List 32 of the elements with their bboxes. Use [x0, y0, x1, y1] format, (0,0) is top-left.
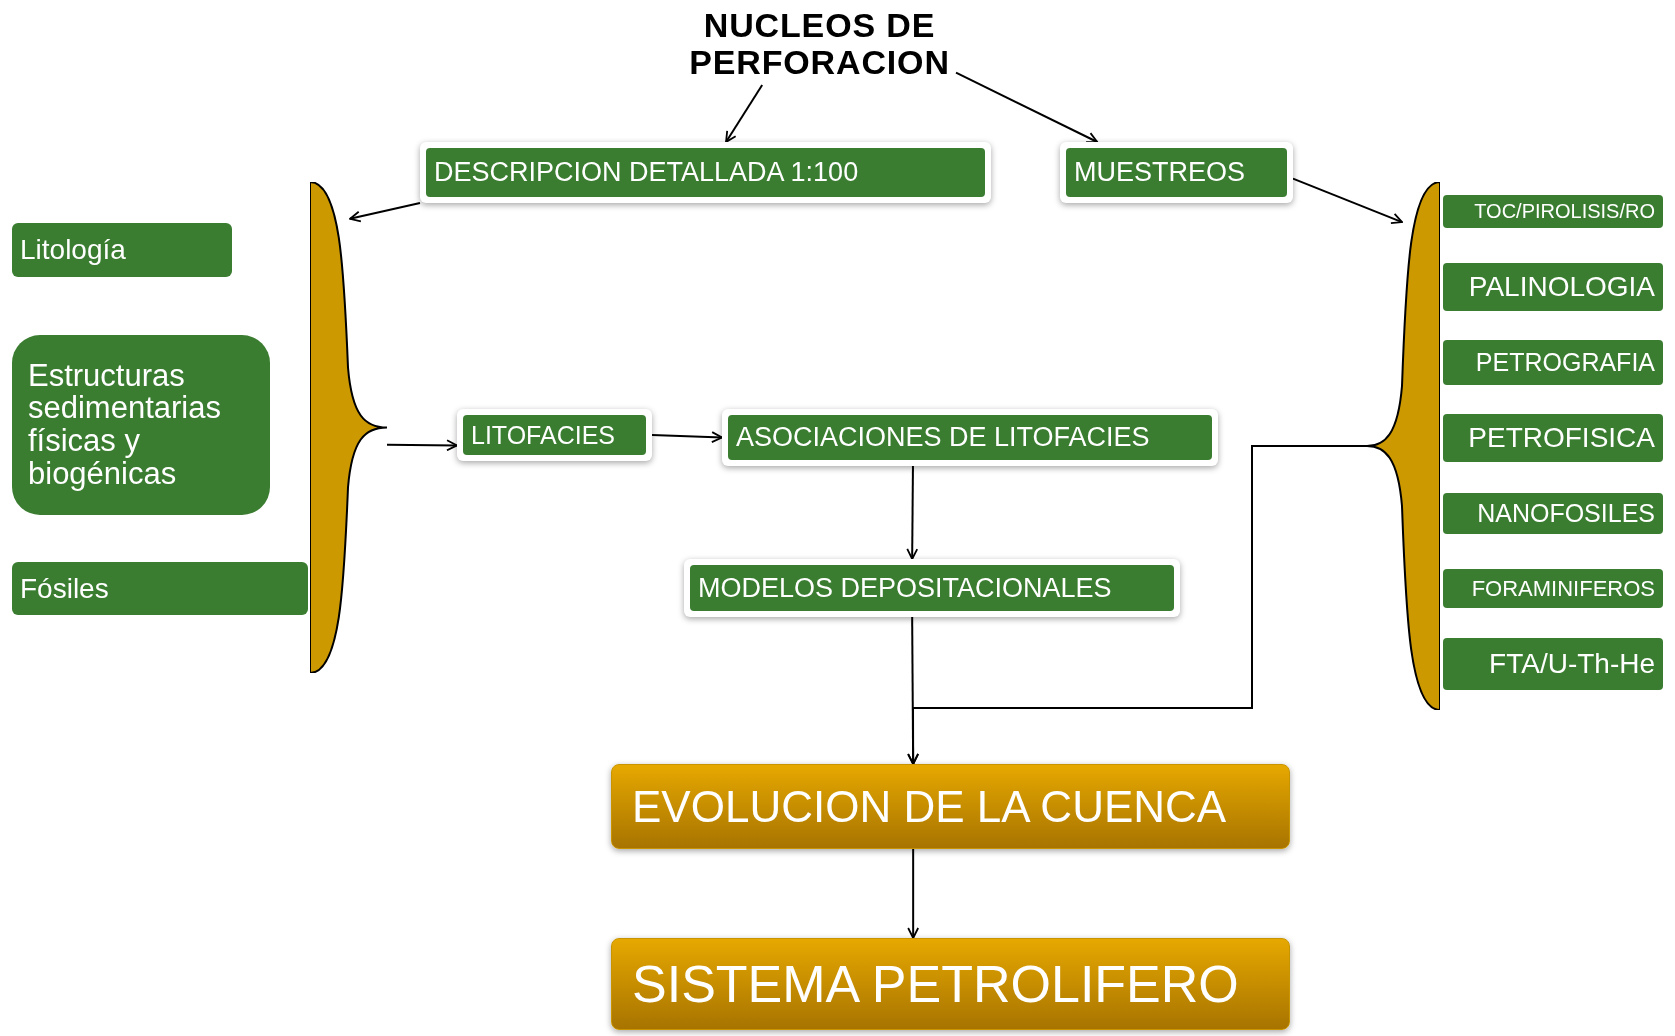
arrow	[907, 445, 1368, 765]
node-label: LITOFACIES	[463, 415, 646, 455]
node-label: MUESTREOS	[1066, 148, 1287, 197]
node-card	[420, 142, 991, 203]
category-box: NANOFOSILES	[1443, 493, 1663, 534]
node-card	[684, 559, 1180, 617]
arrow	[1292, 177, 1404, 224]
arrow	[349, 202, 421, 223]
node-card	[1060, 142, 1293, 203]
arrow	[906, 465, 919, 560]
arrow	[955, 71, 1099, 143]
arrow	[386, 439, 458, 452]
title-text: NUCLEOS DE PERFORACION	[683, 3, 956, 85]
category-box: FTA/U-Th-He	[1443, 638, 1663, 690]
category-box: FORAMINIFEROS	[1443, 569, 1663, 608]
arrow	[651, 431, 723, 444]
category-box: PETROGRAFIA	[1443, 340, 1663, 385]
node-card	[457, 409, 652, 461]
node-card	[722, 409, 1218, 466]
category-box: PETROFISICA	[1443, 414, 1663, 462]
category-box: Litología	[12, 223, 232, 277]
arrow	[725, 84, 764, 143]
result-box: EVOLUCION DE LA CUENCA	[611, 764, 1290, 849]
category-box: Fósiles	[12, 562, 308, 615]
category-box: TOC/PIROLISIS/RO	[1443, 195, 1663, 228]
arrow	[907, 848, 920, 939]
result-box: SISTEMA PETROLIFERO	[611, 938, 1290, 1030]
category-box: PALINOLOGIA	[1443, 263, 1663, 311]
node-label: ASOCIACIONES DE LITOFACIES	[728, 415, 1212, 460]
category-box: Estructuras sedimentarias físicas y biogénicas	[12, 335, 270, 515]
node-label: DESCRIPCION DETALLADA 1:100	[426, 148, 985, 197]
node-label: MODELOS DEPOSITACIONALES	[690, 565, 1174, 611]
